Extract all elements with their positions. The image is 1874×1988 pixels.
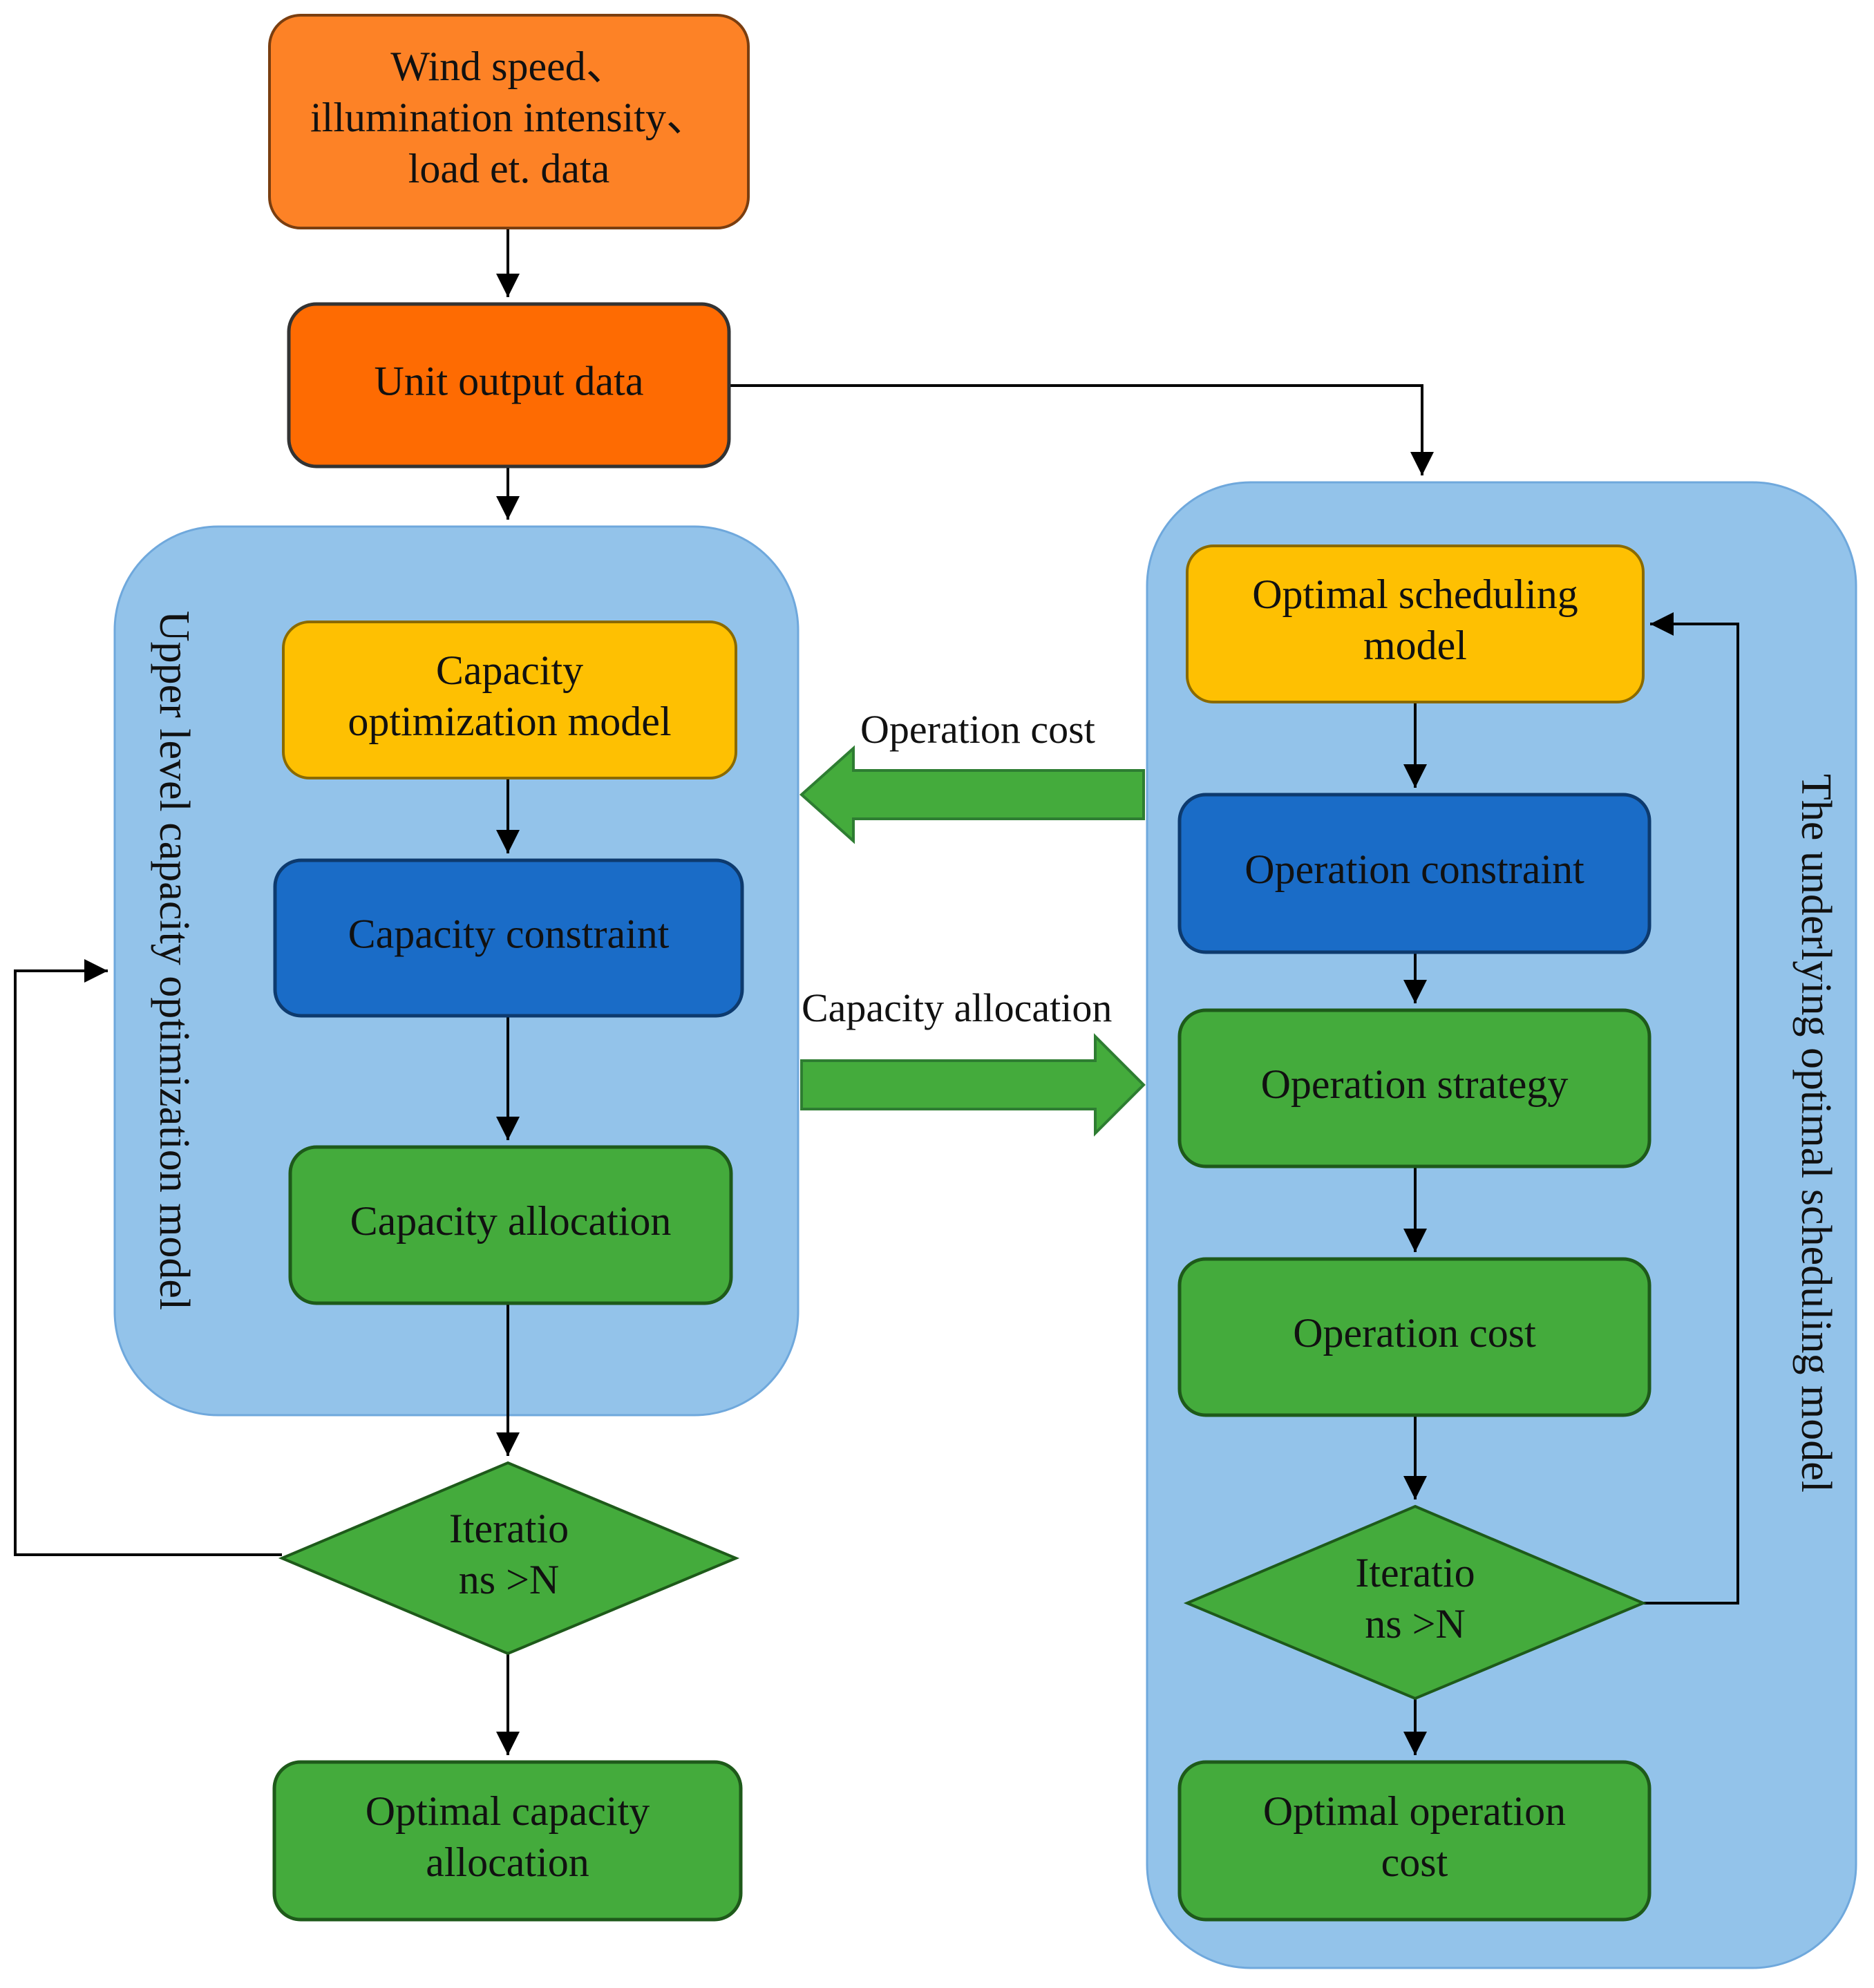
operation-cost-box: Operation cost bbox=[1177, 1257, 1651, 1417]
node-label-line: Iteratio bbox=[449, 1506, 569, 1551]
node-label-line: Iteratio bbox=[1355, 1550, 1475, 1596]
capacity-constraint-box: Capacity constraint bbox=[273, 858, 744, 1018]
lower-level-panel bbox=[1146, 481, 1857, 1969]
connector-lines bbox=[14, 228, 1739, 1755]
unit-output-data-box: Unit output data bbox=[287, 302, 731, 468]
node-label-line: Wind speed、 bbox=[390, 44, 627, 89]
input-data-box: Wind speed、 illumination intensity、 load e… bbox=[268, 14, 750, 229]
optimal-operation-cost-box: Optimal operation cost bbox=[1177, 1760, 1651, 1922]
edge-upper-feedback-loop bbox=[14, 959, 282, 1556]
block-arrow-operation-cost bbox=[799, 745, 1145, 844]
node-label-line: allocation bbox=[426, 1839, 589, 1885]
node-label-line: load et. data bbox=[408, 146, 610, 191]
svg-text:Capacity allocation: Capacity allocation bbox=[350, 1198, 672, 1244]
node-label-line: Operation strategy bbox=[1261, 1061, 1569, 1107]
upper-iteration-decision: Iteratio ns >N bbox=[278, 1461, 740, 1656]
svg-text:Capacity constraint: Capacity constraint bbox=[348, 911, 670, 956]
svg-text:Wind speed、illumination intens: Wind speed、 illumination intensity、 load e… bbox=[310, 44, 708, 191]
optimal-scheduling-model-box: Optimal scheduling model bbox=[1186, 545, 1645, 703]
node-label-line: model bbox=[1363, 623, 1467, 668]
node-label-line: Optimal scheduling bbox=[1252, 571, 1578, 617]
operation-strategy-box: Operation strategy bbox=[1177, 1008, 1651, 1168]
edge-lower-feedback-loop bbox=[1643, 612, 1739, 1604]
svg-text:Operation cost: Operation cost bbox=[1293, 1310, 1536, 1356]
lower-iteration-decision: Iteratio ns >N bbox=[1183, 1504, 1647, 1701]
optimal-capacity-allocation-box: Optimal capacity allocation bbox=[272, 1760, 743, 1922]
svg-text:Operation strategy: Operation strategy bbox=[1261, 1061, 1569, 1107]
lower-panel-label: The underlying optimal scheduling model bbox=[1792, 774, 1839, 1493]
node-label-line: ns >N bbox=[1365, 1601, 1466, 1647]
node-label-line: ns >N bbox=[459, 1557, 560, 1602]
node-label-line: Operation constraint bbox=[1244, 846, 1584, 892]
operation-constraint-box: Operation constraint bbox=[1177, 793, 1651, 954]
node-label-line: Capacity allocation bbox=[350, 1198, 672, 1244]
edge-unit-output-to-lower-panel bbox=[729, 384, 1434, 475]
svg-text:Unit output data: Unit output data bbox=[375, 358, 644, 404]
node-label-line: Operation cost bbox=[1293, 1310, 1536, 1356]
edge-label-operation-cost: Operation cost bbox=[860, 707, 1095, 752]
node-label-line: illumination intensity、 bbox=[310, 95, 708, 140]
node-label-line: Optimal operation bbox=[1263, 1788, 1566, 1834]
node-label-line: Capacity bbox=[436, 647, 583, 693]
block-arrow-capacity-allocation bbox=[800, 1033, 1146, 1137]
upper-panel-label: Upper level capacity optimization model bbox=[151, 611, 198, 1310]
node-label-line: Capacity constraint bbox=[348, 911, 670, 956]
node-label-line: Unit output data bbox=[375, 358, 644, 404]
capacity-allocation-box: Capacity allocation bbox=[288, 1145, 733, 1305]
capacity-optimization-model-box: Capacity optimization model bbox=[282, 621, 737, 779]
node-label-line: optimization model bbox=[348, 699, 671, 744]
node-label-line: Optimal capacity bbox=[366, 1788, 650, 1834]
edge-label-capacity-allocation: Capacity allocation bbox=[802, 985, 1112, 1030]
svg-text:Operation constraint: Operation constraint bbox=[1244, 846, 1584, 892]
node-label-line: cost bbox=[1381, 1839, 1448, 1885]
